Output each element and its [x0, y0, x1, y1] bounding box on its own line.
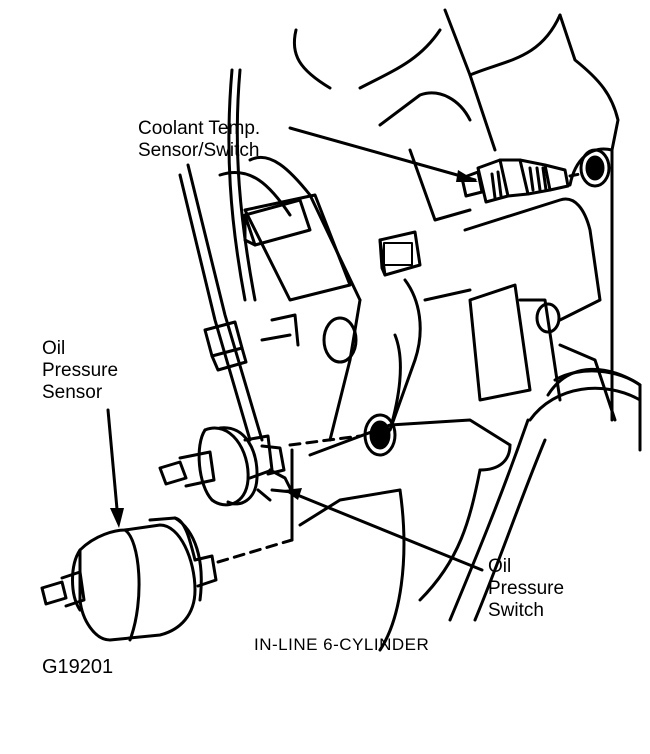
coolant-sensor-label-line2: Sensor/Switch: [138, 140, 260, 161]
arrowheads: [110, 170, 478, 528]
oil-pressure-sensor-label: Oil Pressure Sensor: [42, 338, 118, 404]
oil-pressure-switch-label: Oil Pressure Switch: [488, 556, 564, 622]
flywheel-housing: [448, 367, 642, 622]
coolant-sensor-label-line1: Coolant Temp.: [138, 118, 261, 139]
oil-pressure-switch: [158, 426, 294, 507]
figure-caption: IN-LINE 6-CYLINDER: [254, 635, 430, 654]
oil-pressure-sensor-label-line1: Oil: [42, 338, 66, 359]
oil-pressure-switch-label-line3: Switch: [488, 600, 544, 621]
oil-pressure-switch-label-line1: Oil: [488, 556, 512, 577]
oil-pressure-sensor-label-line3: Sensor: [42, 382, 103, 403]
dipstick-tube: [178, 68, 264, 442]
coolant-sensor-label: Coolant Temp. Sensor/Switch: [138, 118, 260, 162]
block-ports: [322, 148, 611, 457]
engine-block-outline: [218, 8, 642, 652]
oil-pressure-sensor-label-line2: Pressure: [42, 360, 119, 381]
oil-pressure-switch-label-line2: Pressure: [488, 578, 565, 599]
figure-id: G19201: [42, 656, 114, 678]
leader-lines: [106, 126, 484, 572]
oil-pressure-sensor: [40, 516, 218, 642]
coolant-temp-sensor: [460, 158, 570, 204]
